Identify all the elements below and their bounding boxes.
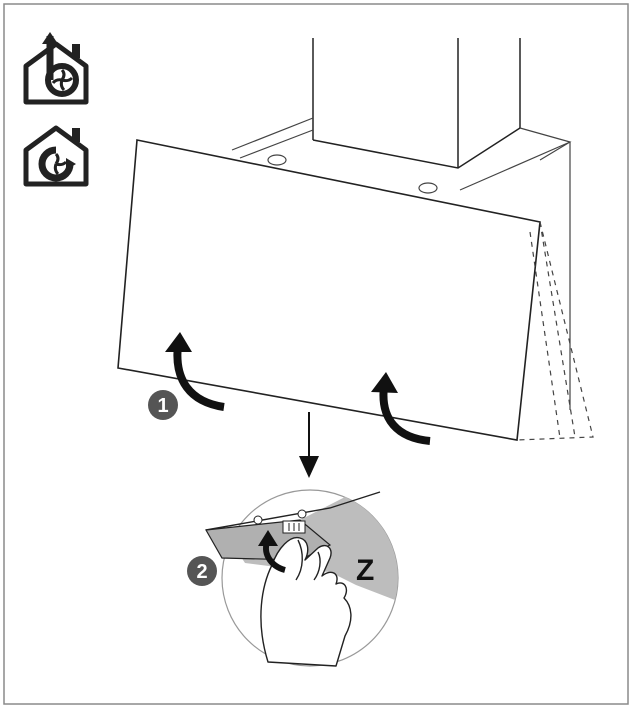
hood-edge-detail bbox=[205, 491, 381, 531]
house-fan-extraction-icon bbox=[23, 32, 89, 105]
hood-body bbox=[231, 117, 572, 410]
pull-arrow bbox=[258, 530, 286, 573]
glass-panel bbox=[117, 139, 541, 441]
step-1-number: 1 bbox=[157, 395, 168, 417]
diagram-border bbox=[3, 3, 629, 705]
step-1-badge: 1 bbox=[148, 390, 178, 420]
direction-label-z: Z bbox=[356, 554, 374, 587]
panel-tilt-outline bbox=[516, 221, 594, 441]
step-2-badge: 2 bbox=[187, 556, 217, 586]
chimney-cover bbox=[312, 38, 521, 169]
lift-arrow-right bbox=[371, 372, 431, 445]
down-arrow bbox=[299, 412, 319, 478]
step-2-number: 2 bbox=[196, 561, 207, 583]
lift-arrow-left bbox=[165, 332, 225, 411]
house-fan-recirculation-icon bbox=[23, 125, 89, 187]
